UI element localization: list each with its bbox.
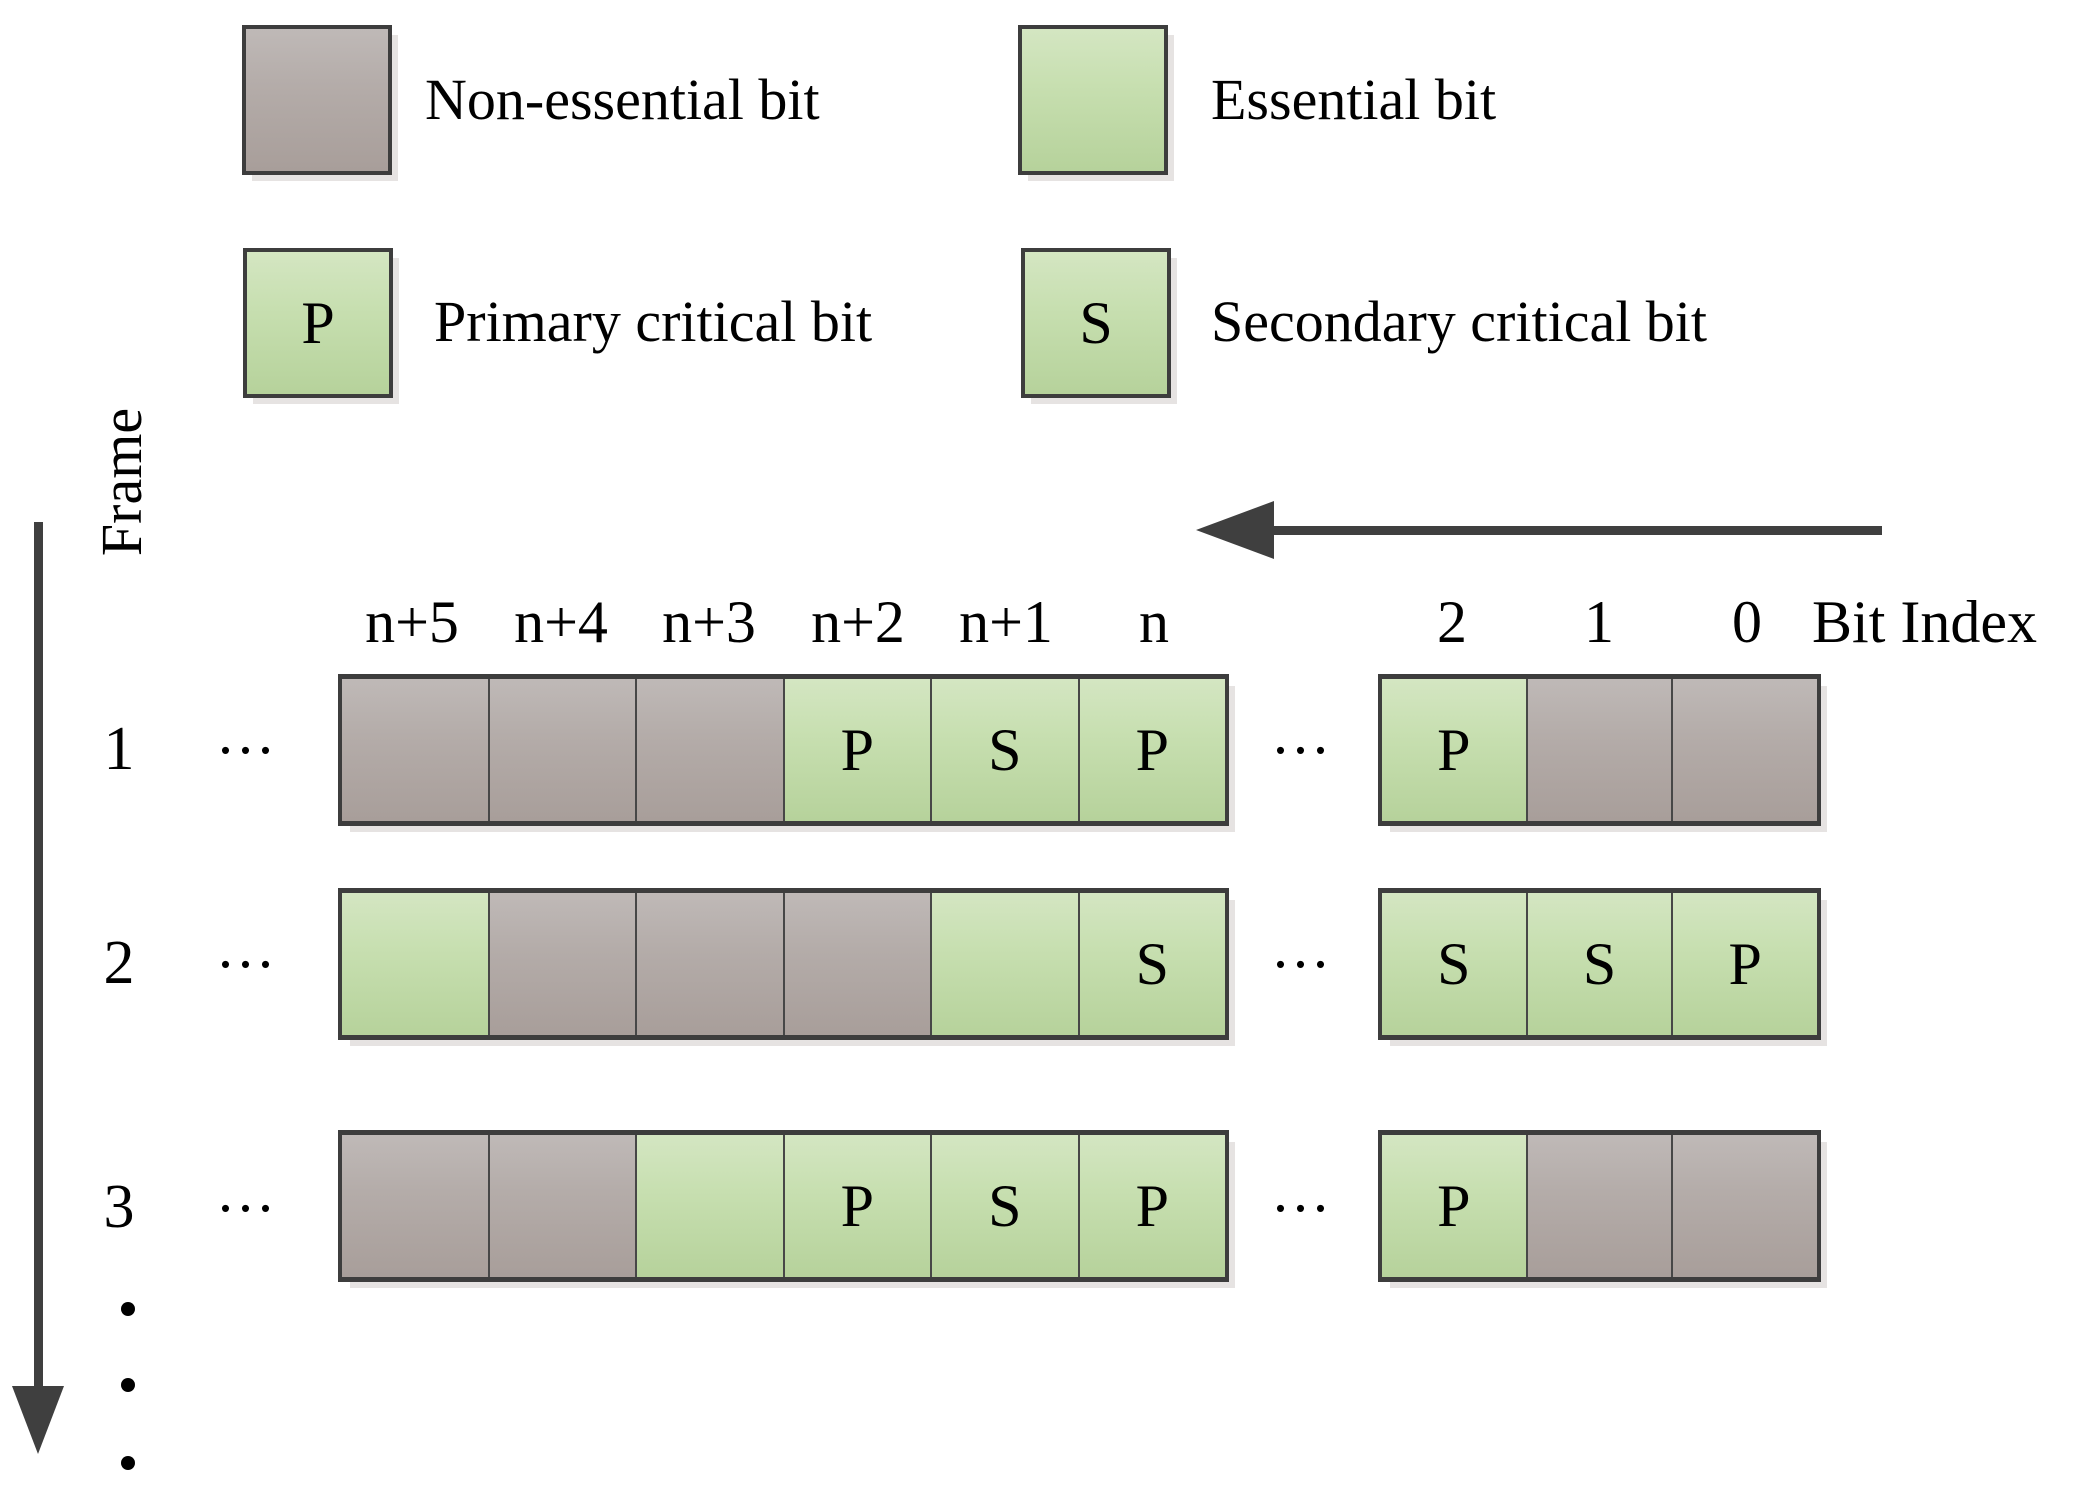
bit-cell-green-s: S <box>1525 893 1672 1035</box>
bit-index-axis-title: Bit Index <box>1812 589 2037 655</box>
bit-cell-gray <box>1525 1135 1672 1277</box>
frame-1-mid-ellipsis: ... <box>1273 700 1333 766</box>
frame-1-left-ellipsis: ... <box>218 700 278 766</box>
bit-index-n: n <box>1139 589 1169 655</box>
legend-label-secondary-critical: Secondary critical bit <box>1211 289 1708 354</box>
legend-swatch-non-essential <box>242 25 392 175</box>
bit-cell-green-p: P <box>1077 679 1225 821</box>
bit-index-n3: n+3 <box>662 589 756 655</box>
bit-index-n1: n+1 <box>959 589 1053 655</box>
frame-2-left-ellipsis: ... <box>218 914 278 980</box>
frame-3-left-ellipsis: ... <box>218 1158 278 1224</box>
frame-axis-title: Frame <box>89 407 154 557</box>
bit-cell-green-p: P <box>1077 1135 1225 1277</box>
frame-1-label: 1 <box>103 715 135 783</box>
bit-cell-green-p: P <box>782 679 930 821</box>
legend-label-primary-critical: Primary critical bit <box>434 289 873 354</box>
legend-swatch-secondary-critical: S <box>1021 248 1171 398</box>
bit-cell-gray <box>487 893 635 1035</box>
frame-3-label: 3 <box>103 1173 135 1241</box>
frame-2-label: 2 <box>103 929 135 997</box>
bit-index-1: 1 <box>1584 589 1614 655</box>
legend-label-essential: Essential bit <box>1211 67 1497 132</box>
bit-index-n4: n+4 <box>514 589 608 655</box>
bit-cell-green <box>930 893 1078 1035</box>
bit-cell-gray <box>1671 1135 1818 1277</box>
bit-cell-green-s: S <box>1382 893 1526 1035</box>
legend-label-non-essential: Non-essential bit <box>425 67 820 132</box>
bit-cell-green-p: P <box>1671 893 1818 1035</box>
bit-cell-gray <box>487 1135 635 1277</box>
bit-cell-green <box>635 1135 783 1277</box>
bit-order-arrow-shaft <box>1262 526 1882 535</box>
frame-2-left-block: S <box>338 888 1229 1040</box>
bit-index-2: 2 <box>1437 589 1467 655</box>
bit-cell-gray <box>1525 679 1672 821</box>
bit-cell-green-p: P <box>1382 1135 1526 1277</box>
bit-cell-green-p: P <box>1382 679 1526 821</box>
bit-cell-gray <box>635 679 783 821</box>
continuation-dot: . <box>121 1378 135 1392</box>
frame-3-mid-ellipsis: ... <box>1273 1158 1333 1224</box>
bit-cell-green-s: S <box>930 1135 1078 1277</box>
frame-2-mid-ellipsis: ... <box>1273 914 1333 980</box>
bit-cell-gray <box>342 679 488 821</box>
bit-cell-gray <box>782 893 930 1035</box>
bit-order-arrow-head-icon <box>1196 501 1274 559</box>
bit-cell-green-p: P <box>782 1135 930 1277</box>
continuation-dot: . <box>121 1302 135 1316</box>
bit-cell-gray <box>342 1135 488 1277</box>
bit-cell-gray <box>1671 679 1818 821</box>
bit-cell-gray <box>487 679 635 821</box>
frame-3-right-block: P <box>1378 1130 1821 1282</box>
legend-swatch-primary-critical: P <box>243 248 393 398</box>
frame-axis-arrow-shaft <box>34 522 43 1388</box>
frame-axis-arrow-head-icon <box>12 1386 64 1454</box>
bit-cell-green <box>342 893 488 1035</box>
bit-index-n2: n+2 <box>811 589 905 655</box>
frame-1-right-block: P <box>1378 674 1821 826</box>
bit-index-n5: n+5 <box>365 589 459 655</box>
bit-cell-green-s: S <box>1077 893 1225 1035</box>
bit-cell-gray <box>635 893 783 1035</box>
bit-cell-green-s: S <box>930 679 1078 821</box>
bit-index-0: 0 <box>1732 589 1762 655</box>
legend-swatch-essential <box>1018 25 1168 175</box>
continuation-dot: . <box>121 1456 135 1470</box>
